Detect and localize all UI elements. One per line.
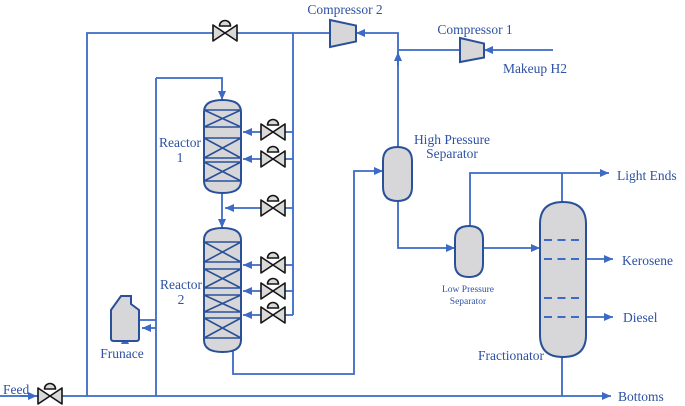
pipes [0,29,613,400]
labels: Compressor 2 Compressor 1 Makeup H2 High… [3,2,677,404]
reactor-1-packing-icon [203,109,242,182]
reactor-2-vessel [203,226,242,354]
label-compressor-2: Compressor 2 [307,2,382,17]
quench-valve-6-icon [260,301,286,324]
pipe-hp-separator-bottoms [397,201,455,252]
label-reactor-1-line1: Reactor [159,135,201,150]
pipe-reactor2-outlet [232,167,383,375]
equipment [110,18,587,359]
pipe-reactor1-feed [156,77,226,100]
label-kerosene: Kerosene [622,253,673,268]
label-makeup-h2: Makeup H2 [503,61,567,76]
quench-valve-4-icon [260,251,286,274]
feed-valve-icon [37,382,63,405]
label-hp-separator-line2: Separator [426,146,478,161]
quench-valve-3-icon [260,194,286,217]
fractionator-vessel [539,200,587,359]
fractionator-trays-icon [544,239,582,318]
quench-valve-2-icon [260,145,286,168]
quench-valve-5-icon [260,277,286,300]
reactor-2-packing-icon [203,241,242,339]
label-furnace: Frunace [100,346,143,361]
label-reactor-1-line2: 1 [177,150,184,165]
label-lp-separator-line2: Separator [450,297,487,307]
label-reactor-2-line2: 2 [178,292,185,307]
label-fractionator: Fractionator [478,348,544,363]
label-bottoms: Bottoms [618,389,664,404]
reactor-1-vessel [203,98,242,195]
recycle-valve-icon [212,19,238,42]
compressor-2-icon [329,18,357,49]
label-light-ends: Light Ends [617,168,677,183]
compressor-1-icon [459,36,485,64]
label-lp-separator-line1: Low Pressure [442,285,494,295]
label-feed: Feed [3,382,29,397]
quench-valve-1-icon [260,118,286,141]
label-hp-separator-line1: High Pressure [414,132,490,147]
label-diesel: Diesel [623,310,658,325]
label-reactor-2-line1: Reactor [160,277,202,292]
furnace-icon [110,295,140,342]
label-compressor-1: Compressor 1 [437,22,512,37]
lp-separator-vessel [454,224,484,279]
pipe-recycle-gas [86,32,330,396]
pipe-compressor2-inlet [356,29,399,147]
hp-separator-vessel [382,145,413,203]
